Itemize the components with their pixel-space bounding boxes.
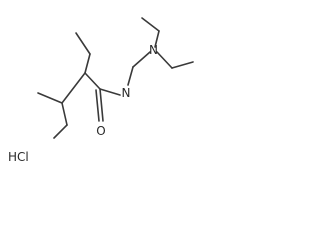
bond-layer <box>37 17 194 139</box>
bond-ch2-ch3 <box>53 124 68 139</box>
bond-carbonyl-alpha <box>84 72 101 90</box>
bond-nh-carbonyl <box>99 88 121 96</box>
bond-carbonyl-o-1 <box>99 88 104 122</box>
atom-label-n-amide: N <box>122 86 131 100</box>
bond-ethyl1-ch2-n <box>154 30 160 48</box>
bond-ethyl-ch2-ch3 <box>75 32 91 55</box>
bond-carbonyl-o-2 <box>95 89 100 122</box>
salt-label-hcl: HCl <box>8 150 29 164</box>
bond-alpha-beta <box>61 72 86 104</box>
bond-ethyl1-ch3-ch2 <box>141 17 160 32</box>
bond-alpha-ethyl-ch2 <box>84 53 91 74</box>
bond-beta-methyl <box>37 92 63 104</box>
bond-n-ethyl2-ch2 <box>156 51 173 69</box>
atom-label-n-diethylamino: N <box>149 43 158 57</box>
bond-n-methylene <box>132 51 151 68</box>
atom-labels: N N O <box>96 43 158 138</box>
atom-label-o-carbonyl: O <box>96 124 105 138</box>
bond-methylene-nh <box>127 66 134 86</box>
bond-ethyl2-ch2-ch3 <box>171 61 194 69</box>
bond-beta-ch2 <box>61 102 68 126</box>
chemical-structure: N N O HCl <box>8 17 194 164</box>
